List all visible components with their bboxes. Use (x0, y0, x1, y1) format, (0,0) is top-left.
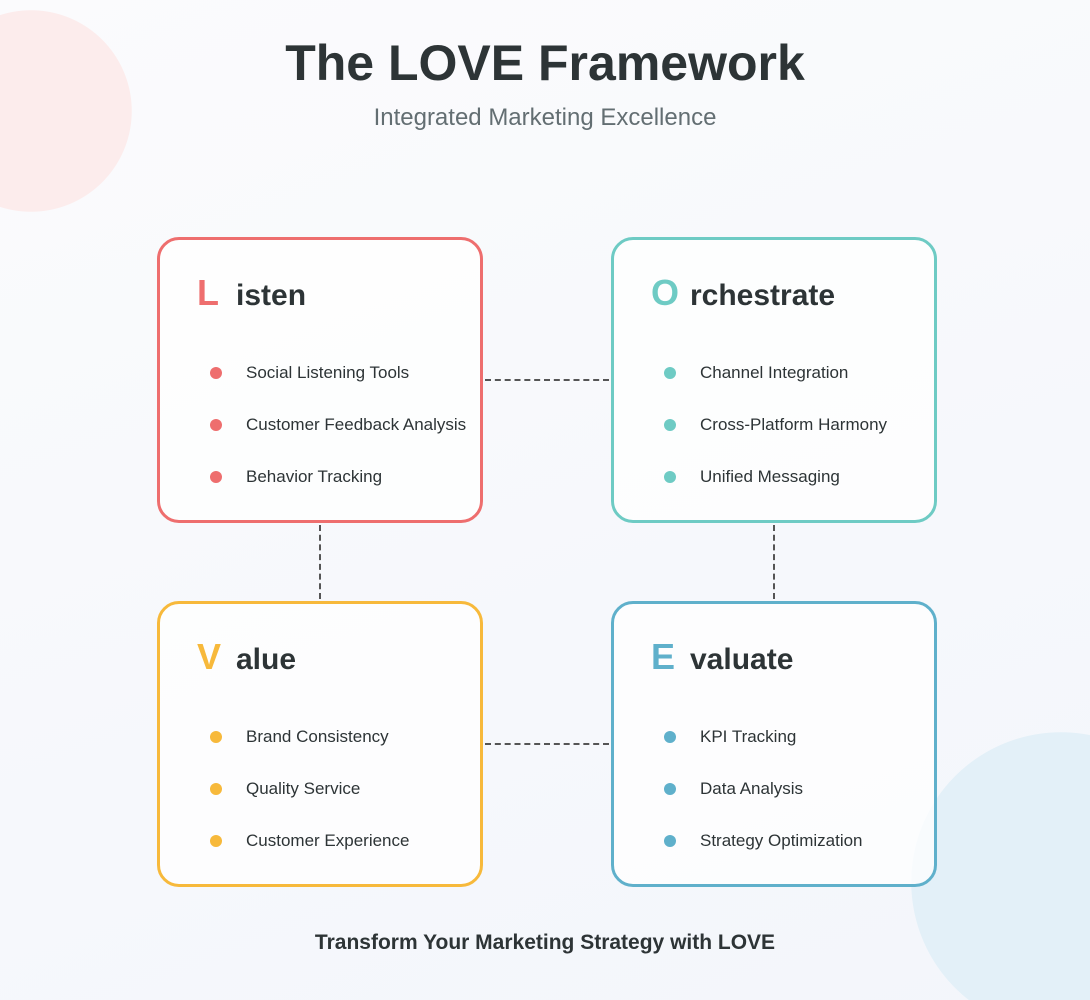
list-item: Customer Feedback Analysis (210, 407, 466, 459)
card-word: rchestrate (690, 279, 836, 312)
connector-value-evaluate (485, 743, 609, 745)
footer-tagline: Transform Your Marketing Strategy with L… (314, 931, 776, 954)
list-item: Strategy Optimization (664, 823, 863, 875)
connector-listen-value (319, 525, 321, 599)
bullet-dot-icon (664, 783, 676, 795)
bullet-dot-icon (210, 731, 222, 743)
list-item-text: Quality Service (246, 779, 361, 798)
list-item: Data Analysis (664, 771, 863, 823)
list-item-text: Brand Consistency (246, 727, 389, 746)
list-item-text: KPI Tracking (700, 727, 797, 746)
list-item: Quality Service (210, 771, 409, 823)
card-letter: O (651, 272, 680, 313)
card-letter: E (651, 636, 676, 677)
decorative-circle-top-left (0, 10, 132, 212)
list-item: KPI Tracking (664, 719, 863, 771)
list-item-text: Strategy Optimization (700, 831, 863, 850)
connector-orchestrate-evaluate (773, 525, 775, 599)
bullet-dot-icon (664, 471, 676, 483)
list-item-text: Social Listening Tools (246, 363, 410, 382)
list-item-text: Channel Integration (700, 363, 849, 382)
bullet-dot-icon (210, 783, 222, 795)
list-item-text: Customer Feedback Analysis (246, 415, 467, 434)
page-title: The LOVE Framework (285, 35, 805, 91)
list-item: Customer Experience (210, 823, 409, 875)
decorative-circle-bottom-right (911, 732, 1090, 1000)
card-word: isten (236, 279, 307, 312)
list-item: Brand Consistency (210, 719, 409, 771)
card-heading: L isten (197, 272, 306, 314)
connector-listen-orchestrate (485, 379, 609, 381)
list-item: Unified Messaging (664, 459, 887, 511)
card-heading: E valuate (651, 636, 793, 678)
card-letter: V (197, 636, 222, 677)
card-heading: V alue (197, 636, 296, 678)
list-item: Social Listening Tools (210, 355, 466, 407)
list-item-text: Customer Experience (246, 831, 410, 850)
list-item-text: Data Analysis (700, 779, 803, 798)
card-word: alue (236, 643, 297, 676)
list-item: Channel Integration (664, 355, 887, 407)
card-heading: O rchestrate (651, 272, 835, 314)
bullet-dot-icon (210, 835, 222, 847)
bullet-dot-icon (664, 419, 676, 431)
list-item: Cross-Platform Harmony (664, 407, 887, 459)
bullet-dot-icon (210, 367, 222, 379)
list-item-text: Unified Messaging (700, 467, 840, 486)
bullet-dot-icon (664, 731, 676, 743)
bullet-dot-icon (210, 419, 222, 431)
list-item: Behavior Tracking (210, 459, 466, 511)
bullet-dot-icon (210, 471, 222, 483)
bullet-dot-icon (664, 367, 676, 379)
page-subtitle: Integrated Marketing Excellence (373, 104, 717, 131)
list-item-text: Behavior Tracking (246, 467, 383, 486)
card-word: valuate (690, 643, 794, 676)
list-item-text: Cross-Platform Harmony (700, 415, 888, 434)
bullet-dot-icon (664, 835, 676, 847)
card-letter: L (197, 272, 219, 313)
